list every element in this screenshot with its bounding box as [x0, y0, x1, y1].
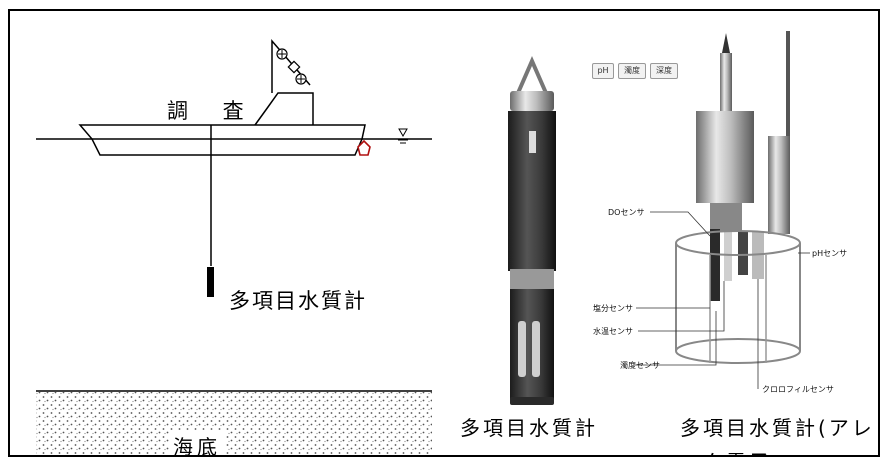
- label-do-sensor: DOセンサ: [608, 208, 645, 217]
- device-2-cage-bottom: [675, 338, 801, 364]
- water-level-icon: [398, 128, 408, 138]
- label-turbidity-sensor: 濁度センサ: [620, 361, 660, 370]
- device-2-housing: [696, 111, 754, 203]
- leader-lines: [634, 211, 810, 389]
- label-ph-sensor: pHセンサ: [812, 249, 848, 258]
- ph-sensor-tube: [768, 136, 790, 234]
- device-1-window-2: [532, 321, 540, 377]
- label-water-temp-sensor: 水温センサ: [593, 327, 633, 336]
- device-1-photo: [508, 56, 556, 405]
- device-1-bottom: [510, 397, 554, 405]
- device-1-cap: [510, 91, 554, 111]
- survey-schematic: [36, 38, 432, 455]
- device-1-window: [518, 321, 526, 377]
- device-1-collar: [510, 269, 554, 289]
- device-2-photo: [634, 31, 810, 389]
- tag-turbidity: 濁度: [618, 63, 646, 79]
- device-1-caption: 多項目水質計: [460, 416, 598, 440]
- seabed-fill: [36, 392, 432, 455]
- meter-label: 多項目水質計: [229, 289, 367, 313]
- salinity-sensor-icon: [710, 229, 720, 301]
- label-chlorophyll-sensor: クロロフィルセンサ: [762, 385, 834, 394]
- tag-ph: pH: [592, 63, 614, 79]
- survey-label: 調 査: [167, 99, 258, 123]
- stern-marker: [357, 139, 371, 156]
- device-2-caption: 多項目水質計(アレック電子: [680, 416, 875, 455]
- boat-mast: [271, 38, 311, 93]
- tag-depth: 深度: [650, 63, 678, 79]
- instrument-icon: [207, 267, 214, 297]
- label-salinity-sensor: 塩分センサ: [593, 304, 633, 313]
- device-1-logo: [529, 131, 536, 153]
- figure-frame: 調 査 多項目水質計 海底: [8, 9, 880, 457]
- boat-hull: [78, 124, 366, 156]
- mast-diamond-icon: [287, 60, 301, 74]
- device-2-antenna: [722, 33, 730, 53]
- device-1-handle: [516, 56, 548, 94]
- boat-cabin: [254, 92, 314, 126]
- seabed-label: 海底: [169, 431, 225, 455]
